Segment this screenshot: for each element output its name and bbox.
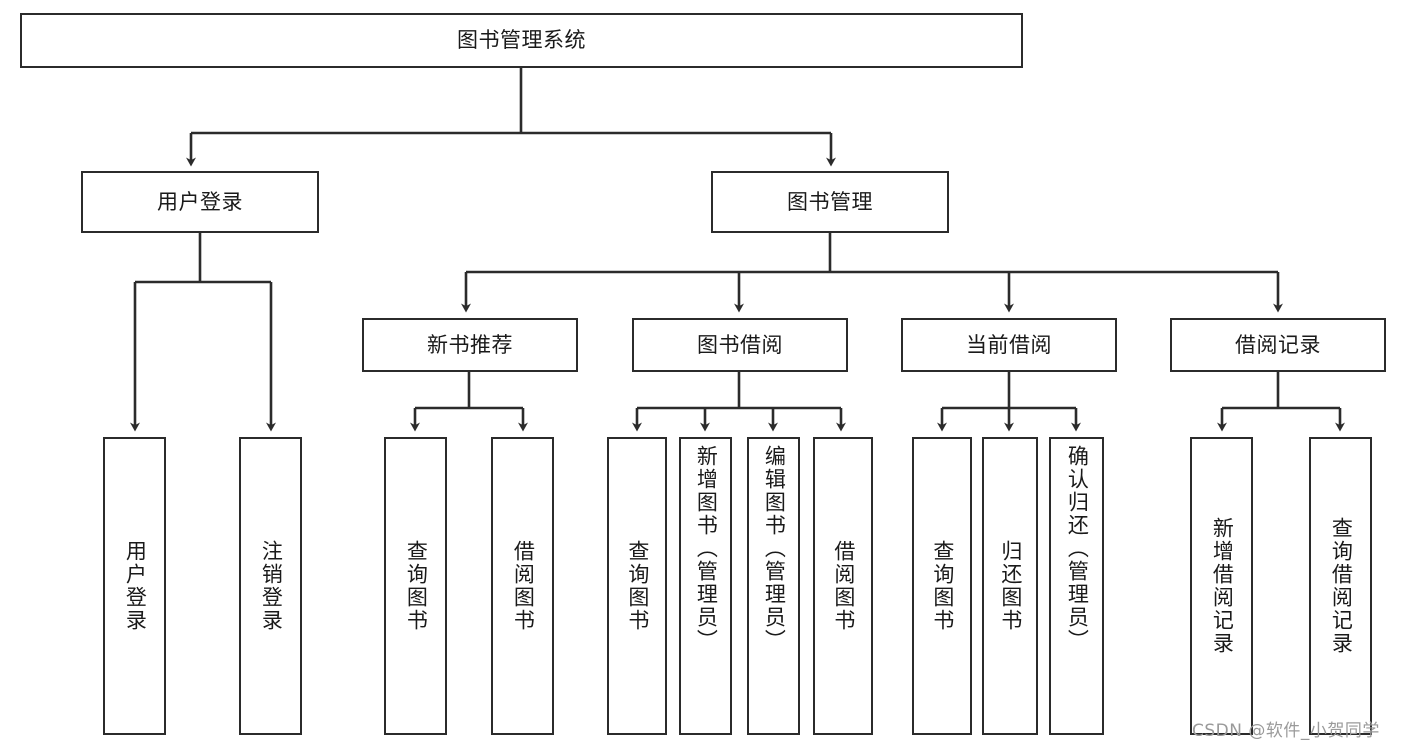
leaf-borrow-book-recommend[interactable]: 借阅图书 — [491, 437, 554, 735]
node-label: 借阅图书 — [831, 540, 856, 632]
node-label: 借阅图书 — [511, 540, 536, 632]
node-label: 用户登录 — [157, 189, 243, 214]
node-label: 查询图书 — [625, 540, 650, 632]
leaf-user-login[interactable]: 用户登录 — [103, 437, 166, 735]
node-label: 注销登录 — [259, 540, 284, 632]
node-label: 查询借阅记录 — [1329, 517, 1354, 655]
node-book-management[interactable]: 图书管理 — [711, 171, 949, 233]
node-book-borrow[interactable]: 图书借阅 — [632, 318, 848, 372]
node-label: 新增借阅记录 — [1210, 517, 1235, 655]
node-label: 图书管理 — [787, 189, 873, 214]
leaf-query-book-borrow[interactable]: 查询图书 — [607, 437, 667, 735]
node-current-borrow[interactable]: 当前借阅 — [901, 318, 1117, 372]
node-label: 查询图书 — [404, 540, 429, 632]
node-label: 借阅记录 — [1235, 332, 1321, 357]
node-label: 用户登录 — [123, 540, 148, 632]
node-borrow-record[interactable]: 借阅记录 — [1170, 318, 1386, 372]
node-label: 当前借阅 — [966, 332, 1052, 357]
node-root-book-management-system[interactable]: 图书管理系统 — [20, 13, 1023, 68]
node-label: 查询图书 — [930, 540, 955, 632]
leaf-edit-book-admin[interactable]: 编辑图书（管理员） — [747, 437, 800, 735]
node-label: 图书管理系统 — [457, 28, 586, 53]
node-label: 新增图书（管理员） — [694, 445, 719, 652]
node-label: 确认归还（管理员） — [1065, 445, 1090, 652]
leaf-return-book[interactable]: 归还图书 — [982, 437, 1038, 735]
node-label: 新书推荐 — [427, 332, 513, 357]
leaf-query-book-recommend[interactable]: 查询图书 — [384, 437, 447, 735]
node-label: 编辑图书（管理员） — [762, 445, 787, 652]
node-label: 图书借阅 — [697, 332, 783, 357]
leaf-query-book-current[interactable]: 查询图书 — [912, 437, 972, 735]
leaf-logout[interactable]: 注销登录 — [239, 437, 302, 735]
node-label: 归还图书 — [998, 540, 1023, 632]
leaf-confirm-return-admin[interactable]: 确认归还（管理员） — [1049, 437, 1104, 735]
leaf-query-borrow-record[interactable]: 查询借阅记录 — [1309, 437, 1372, 735]
leaf-add-borrow-record[interactable]: 新增借阅记录 — [1190, 437, 1253, 735]
node-new-book-recommend[interactable]: 新书推荐 — [362, 318, 578, 372]
node-user-login[interactable]: 用户登录 — [81, 171, 319, 233]
leaf-add-book-admin[interactable]: 新增图书（管理员） — [679, 437, 732, 735]
leaf-borrow-book[interactable]: 借阅图书 — [813, 437, 873, 735]
csdn-watermark: CSDN @软件_小贺同学 — [1192, 721, 1380, 741]
